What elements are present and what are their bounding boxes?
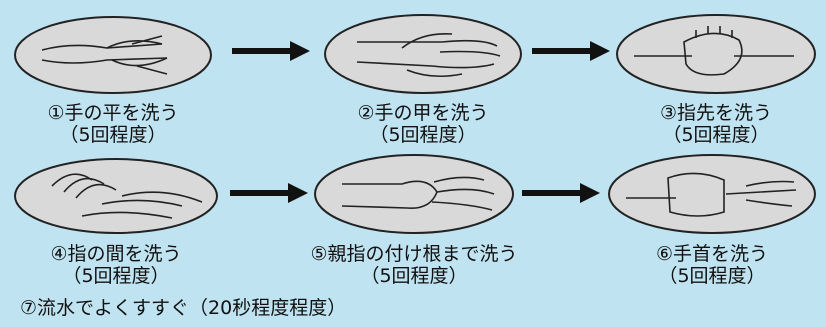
arrow-4-to-5 xyxy=(230,182,308,204)
step-3-note: （5回程度） xyxy=(662,124,770,146)
fingertip-wash-illustration xyxy=(616,14,816,94)
step-3-caption: ③指先を洗う （5回程度） xyxy=(614,102,818,146)
step-2-image xyxy=(322,12,524,96)
between-fingers-wash-illustration xyxy=(14,158,218,234)
step-1-label: ①手の平を洗う xyxy=(47,102,179,124)
step-6-label: ⑥手首を洗う xyxy=(655,243,769,265)
step-5-image xyxy=(312,152,516,236)
arrow-2-to-3 xyxy=(532,40,610,62)
arrow-5-to-6 xyxy=(522,182,600,204)
arrow-1-to-2 xyxy=(232,40,310,62)
step-4-note: （5回程度） xyxy=(62,265,170,287)
back-of-hand-wash-illustration xyxy=(324,14,522,94)
heading-underline xyxy=(120,0,700,7)
step-3-label: ③指先を洗う xyxy=(659,102,773,124)
step-1-note: （5回程度） xyxy=(59,124,167,146)
step-4-image xyxy=(12,156,220,236)
step-5-label: ⑤親指の付け根まで洗う xyxy=(310,243,518,265)
step-6-image xyxy=(606,152,818,236)
wrist-wash-illustration xyxy=(608,154,816,234)
top-cropped-heading xyxy=(0,0,826,12)
step-3-image xyxy=(614,12,818,96)
palm-wash-illustration xyxy=(14,16,212,94)
step-6-note: （5回程度） xyxy=(658,265,766,287)
step-1-image xyxy=(12,14,214,96)
step-2-caption: ②手の甲を洗う （5回程度） xyxy=(322,102,524,146)
step-6-caption: ⑥手首を洗う （5回程度） xyxy=(606,243,818,287)
thumb-base-wash-illustration xyxy=(314,154,514,234)
step-2-note: （5回程度） xyxy=(369,124,477,146)
step-2-label: ②手の甲を洗う xyxy=(357,102,489,124)
step-4-caption: ④指の間を洗う （5回程度） xyxy=(12,243,220,287)
rinse-instruction: ⑦流水でよくすすぐ（20秒程度程度） xyxy=(20,297,347,319)
step-5-note: （5回程度） xyxy=(360,265,468,287)
step-1-caption: ①手の平を洗う （5回程度） xyxy=(12,102,214,146)
step-4-label: ④指の間を洗う xyxy=(50,243,182,265)
step-5-caption: ⑤親指の付け根まで洗う （5回程度） xyxy=(292,243,536,287)
